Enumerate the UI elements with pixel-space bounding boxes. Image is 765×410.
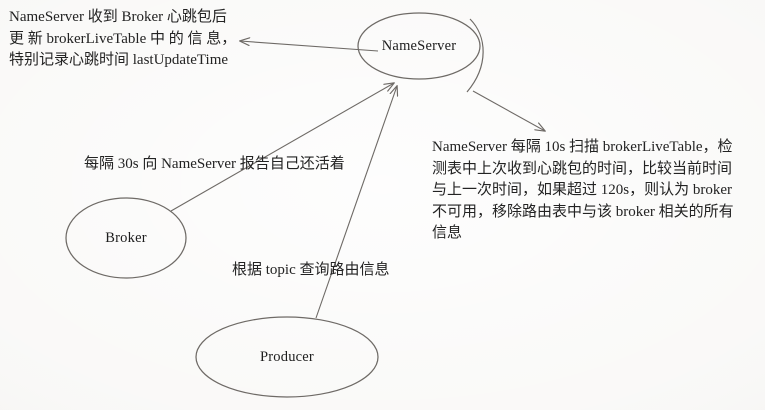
nameserver-heartbeat-note: NameServer 收到 Broker 心跳包后 更 新 brokerLive… bbox=[9, 7, 236, 72]
scan-note-line-4: 不可用，移除路由表中与该 broker 相关的所有 bbox=[432, 203, 734, 220]
node-label-producer: Producer bbox=[260, 349, 314, 365]
nameserver-scan-note: NameServer 每隔 10s 扫描 brokerLiveTable，检 测… bbox=[432, 137, 734, 245]
scan-note-line-5: 信息 bbox=[432, 225, 463, 241]
node-label-nameserver: NameServer bbox=[381, 38, 457, 54]
heartbeat-note-line-1: NameServer 收到 Broker 心跳包后 bbox=[9, 9, 227, 25]
edge-producer-to-nameserver[interactable] bbox=[315, 86, 397, 319]
edge-nameserver-to-heartbeat-note[interactable] bbox=[240, 41, 379, 52]
scan-note-line-3: 与上一次时间，如果超过 120s，则认为 broker bbox=[432, 182, 732, 198]
heartbeat-note-line-2: 更 新 brokerLiveTable 中 的 信 息， bbox=[9, 30, 237, 47]
node-ellipse-nameserver[interactable] bbox=[357, 12, 481, 80]
edge-nameserver-self-loop[interactable] bbox=[466, 18, 484, 93]
node-ellipse-producer[interactable] bbox=[195, 316, 379, 398]
scan-note-line-2: 测表中上次收到心跳包的时间，比较当前时间 bbox=[432, 160, 733, 177]
edge-broker-to-nameserver[interactable] bbox=[170, 83, 394, 212]
scan-note-line-1: NameServer 每隔 10s 扫描 brokerLiveTable，检 bbox=[432, 139, 733, 155]
node-label-broker: Broker bbox=[105, 230, 147, 246]
heartbeat-note-line-3: 特别记录心跳时间 lastUpdateTime bbox=[9, 52, 229, 68]
node-ellipse-broker[interactable] bbox=[65, 197, 187, 279]
edge-selfloop-to-scan-note[interactable] bbox=[472, 90, 545, 131]
producer-route-query-label: 根据 topic 查询路由信息 bbox=[232, 262, 390, 278]
broker-heartbeat-label: 每隔 30s 向 NameServer 报告自己还活着 bbox=[84, 156, 345, 172]
